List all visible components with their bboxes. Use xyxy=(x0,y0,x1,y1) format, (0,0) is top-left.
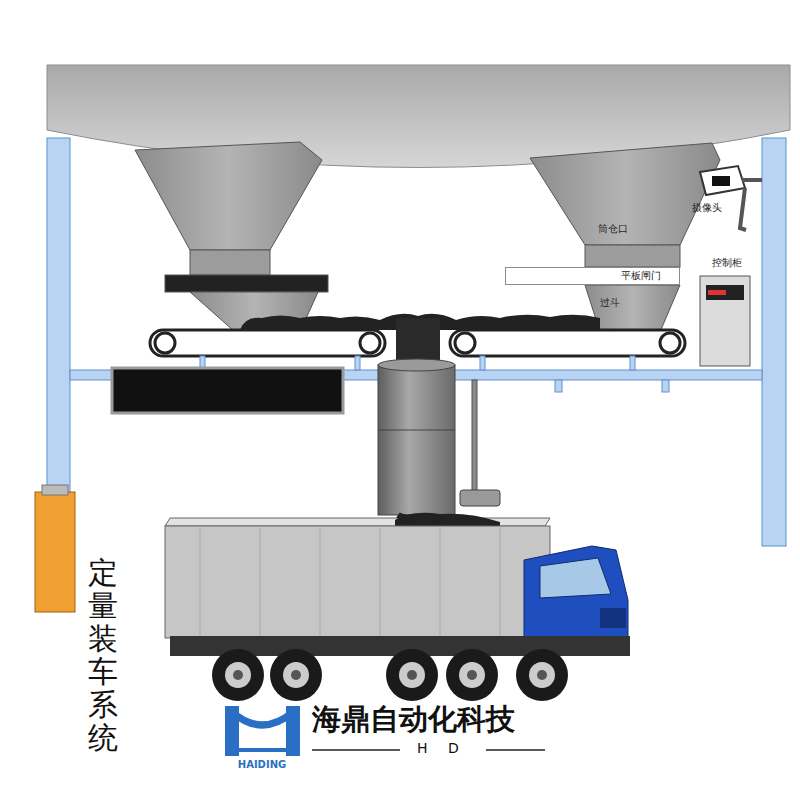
camera xyxy=(700,166,745,195)
camera-arm xyxy=(740,180,762,230)
company-initials: H D xyxy=(402,741,482,756)
chute-top xyxy=(378,359,455,371)
truck-wheels xyxy=(212,649,568,701)
part-label: 筒仓口 xyxy=(598,224,628,235)
container-ribs xyxy=(200,528,500,636)
barrier-gate xyxy=(35,492,75,612)
belt-conveyor xyxy=(150,330,385,356)
cabinet-digits xyxy=(708,290,726,295)
part-label: 摄像头 xyxy=(692,203,722,214)
conveyor-roller xyxy=(455,333,475,353)
cab-window xyxy=(540,558,611,598)
conveyor-leg xyxy=(355,356,360,370)
silo-outlet-hopper xyxy=(135,142,322,250)
camera-lens xyxy=(712,176,730,186)
truck-cab xyxy=(524,546,628,642)
part-label: 控制柜 xyxy=(712,258,742,269)
beam-bracket xyxy=(662,380,669,392)
coal-stream xyxy=(398,515,440,519)
beam-bracket xyxy=(555,380,562,392)
led-display xyxy=(112,368,343,413)
conveyor-leg xyxy=(630,356,635,370)
company-name: 海鼎自动化科技 xyxy=(312,704,515,734)
vertical-title: 定量装车系统 xyxy=(88,556,118,754)
logo-arch xyxy=(232,712,293,725)
belt-conveyor xyxy=(450,330,685,356)
gate-label: 平板闸门 xyxy=(621,269,661,283)
logo-wordmark: HAIDING xyxy=(212,760,312,771)
flat-gate xyxy=(165,275,328,292)
conveyor-roller xyxy=(155,333,175,353)
loading-chute xyxy=(378,365,455,515)
truck-container xyxy=(165,526,550,638)
barrier-cap xyxy=(42,485,68,495)
control-cabinet xyxy=(700,276,750,366)
logo-rule xyxy=(312,749,400,751)
coal-load xyxy=(395,513,500,526)
part-label: 过斗 xyxy=(600,298,620,309)
right-pillar xyxy=(762,138,786,546)
cabinet-display xyxy=(706,285,744,300)
level-sensor xyxy=(460,490,500,506)
conveyor-roller xyxy=(660,333,680,353)
conveyor-leg xyxy=(480,356,485,370)
logo-mark xyxy=(225,706,300,756)
logo-rule xyxy=(486,749,545,751)
outlet-neck xyxy=(585,245,680,267)
conveyor-roller xyxy=(360,333,380,353)
left-pillar xyxy=(47,138,70,518)
chute-joint xyxy=(378,430,455,431)
cab-grille xyxy=(600,608,626,628)
level-rod xyxy=(472,380,477,492)
silo-outlet-hopper xyxy=(530,143,720,245)
gate-bar: 平板闸门 xyxy=(505,267,680,285)
outlet-neck xyxy=(190,250,270,275)
